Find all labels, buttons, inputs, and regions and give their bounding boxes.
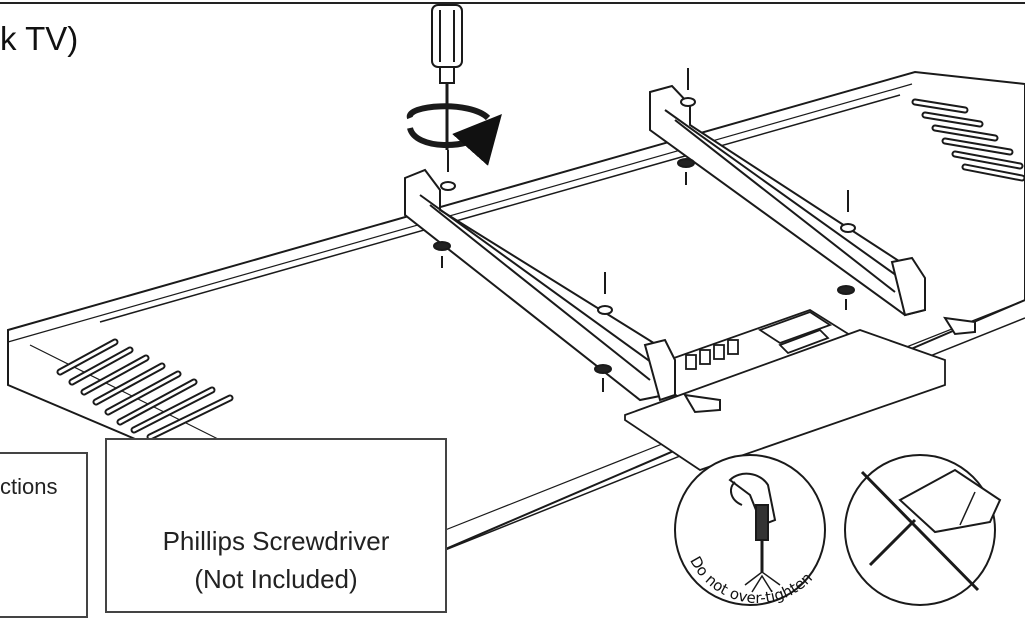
- page-title: k TV): [0, 20, 79, 57]
- mounting-rail-left: [404, 168, 721, 414]
- screw-set: [433, 68, 856, 392]
- mounting-rail-right: [649, 84, 976, 336]
- parts-box-label: ctions: [0, 474, 58, 499]
- no-power-drill-illustration: [844, 454, 1002, 606]
- screwdriver-rotating-icon: [406, 4, 502, 166]
- tool-name-label: Phillips Screwdriver: [162, 526, 390, 556]
- parts-box: ctions: [0, 452, 88, 618]
- circuit-board: [624, 309, 946, 471]
- do-not-overtighten-illustration: [674, 454, 826, 606]
- tool-note-label: (Not Included): [194, 564, 358, 594]
- tool-required-box: Phillips Screwdriver (Not Included): [105, 438, 447, 613]
